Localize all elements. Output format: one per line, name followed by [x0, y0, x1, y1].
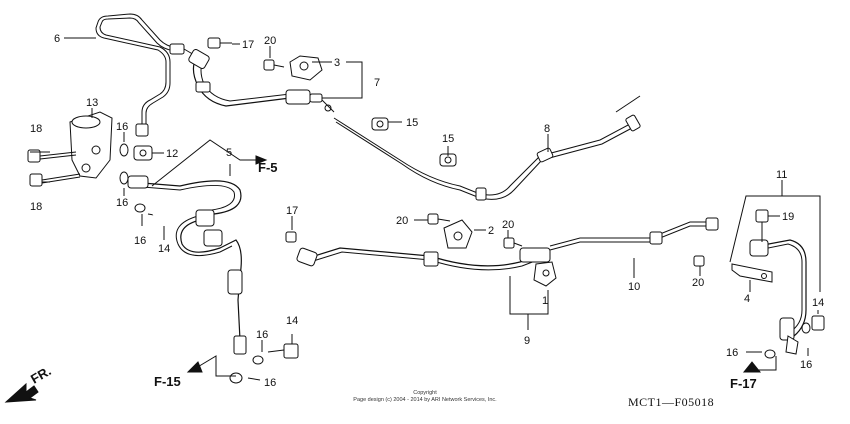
callout-20-center-left: 20	[396, 215, 408, 227]
drawing-code: MCT1—F05018	[628, 395, 714, 409]
callout-16-g: 16	[800, 359, 812, 371]
washer-16-g	[764, 349, 776, 359]
callout-16-f: 16	[726, 347, 738, 359]
washer-16-d	[252, 355, 264, 365]
bolt-20-top	[263, 59, 285, 71]
callout-18-upper: 18	[30, 123, 42, 135]
callout-19: 19	[782, 211, 794, 223]
callout-11: 11	[776, 169, 787, 181]
washer-16-f	[801, 322, 811, 334]
copyright-line-2: Page design (c) 2004 - 2014 by ARI Netwo…	[353, 397, 497, 403]
brake-pipe-6	[95, 13, 197, 137]
bolt-14-lower	[267, 343, 299, 359]
washer-16-e	[229, 372, 243, 384]
clamp-2	[443, 219, 473, 249]
washer-16-a	[119, 143, 129, 157]
bolt-20-right	[693, 255, 705, 267]
brake-hose-11	[749, 239, 807, 355]
callout-10: 10	[628, 281, 640, 293]
callout-9: 9	[524, 335, 530, 347]
brake-pipe-8	[333, 95, 641, 201]
callout-13: 13	[86, 97, 98, 109]
ref-label-f5: F-5	[258, 160, 278, 175]
callout-16-d: 16	[256, 329, 268, 341]
callout-20-right: 20	[692, 277, 704, 289]
bolt-18-upper	[27, 149, 77, 163]
bolt-19	[755, 209, 769, 242]
clamp-15-lower	[439, 153, 457, 167]
ref-label-f15: F-15	[154, 374, 181, 389]
brake-hose-9	[296, 247, 557, 287]
callout-16-e: 16	[264, 377, 276, 389]
callout-20-top: 20	[264, 35, 276, 47]
ref-arrow-f17	[742, 356, 777, 373]
callout-8: 8	[544, 123, 550, 135]
copyright-line-1: Copyright	[413, 390, 437, 396]
callout-1: 1	[542, 295, 548, 307]
ref-arrow-f15	[186, 355, 236, 377]
washer-16-b	[119, 171, 129, 185]
bolt-17-top	[207, 37, 232, 49]
leader-lines	[30, 37, 821, 381]
callout-6: 6	[54, 33, 60, 45]
callout-14-lower: 14	[286, 315, 298, 327]
brake-hose-7-assembly	[188, 49, 335, 113]
callout-20-center-right: 20	[502, 219, 514, 231]
ref-label-f17: F-17	[730, 376, 757, 391]
callout-4: 4	[744, 293, 750, 305]
callout-5: 5	[226, 147, 232, 159]
callout-15-lower: 15	[442, 133, 454, 145]
callout-17-top: 17	[242, 39, 254, 51]
washer-16-c	[134, 203, 146, 213]
front-direction-arrow: FR.	[4, 363, 54, 403]
brake-pipe-10	[549, 217, 719, 251]
callout-16-a: 16	[116, 121, 128, 133]
brake-hose-5	[127, 175, 247, 355]
three-way-joint-13	[69, 111, 113, 179]
joint-bolt-12	[133, 145, 153, 161]
bolt-20-center-right	[503, 237, 523, 249]
callout-3: 3	[334, 57, 340, 69]
callout-16-c: 16	[134, 235, 146, 247]
callout-7: 7	[374, 77, 380, 89]
bolt-20-center-left	[427, 213, 451, 225]
callout-16-b: 16	[116, 197, 128, 209]
callout-14-left: 14	[158, 243, 170, 255]
clamp-3	[289, 55, 323, 81]
bolt-17-center	[285, 231, 297, 243]
ref-arrow-f5	[151, 139, 268, 187]
direction-label: FR.	[28, 363, 54, 386]
callout-17-center: 17	[286, 205, 298, 217]
callout-12: 12	[166, 148, 178, 160]
callout-labels: 6 17 20 3 7 15 15 8 13 16 12 5 18 18 16 …	[30, 33, 824, 389]
bracket-4	[731, 263, 773, 283]
bolt-18-lower	[29, 173, 81, 187]
callout-18-lower: 18	[30, 201, 42, 213]
bolt-14-right	[811, 315, 825, 331]
callout-15-upper: 15	[406, 117, 418, 129]
callout-14-right: 14	[812, 297, 824, 309]
callout-2: 2	[488, 225, 494, 237]
clamp-15-upper	[371, 117, 389, 131]
